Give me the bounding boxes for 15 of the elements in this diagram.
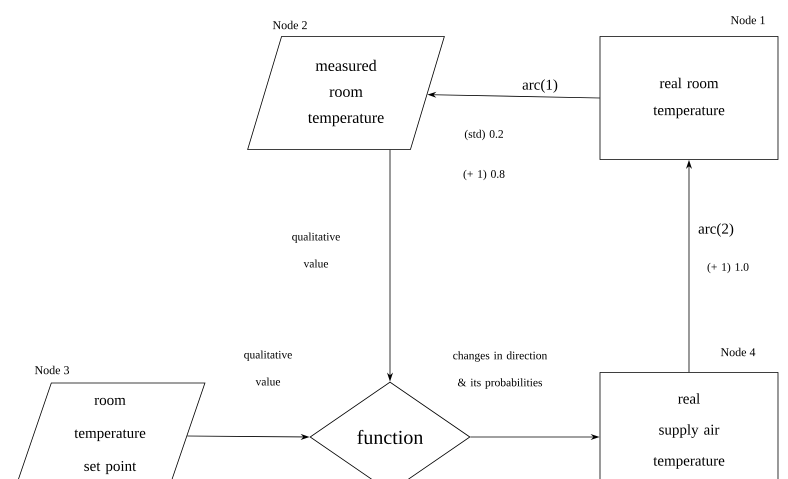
node-label: Node 3 [34,366,70,374]
node-label: Node 1 [730,16,765,24]
annotation: (std) 0.2 [464,130,503,140]
process-box: real room temperature [600,36,778,160]
annotation: (+ 1) 0.8 [464,170,505,180]
annotation: qualitative value [292,232,340,268]
data-parallelogram: room temperature set point [14,382,206,479]
data-parallelogram: measured room temperature [247,36,445,150]
annotation: qualitative value [244,350,292,386]
process-box: real supply air temperature [600,372,778,479]
node-label: Node 2 [272,20,307,30]
edge-label: arc(2) [698,223,734,237]
edge-label: arc(1) [522,79,558,93]
annotation: (+ 1) 1.0 [708,262,749,274]
node-label: Node 4 [720,348,756,356]
